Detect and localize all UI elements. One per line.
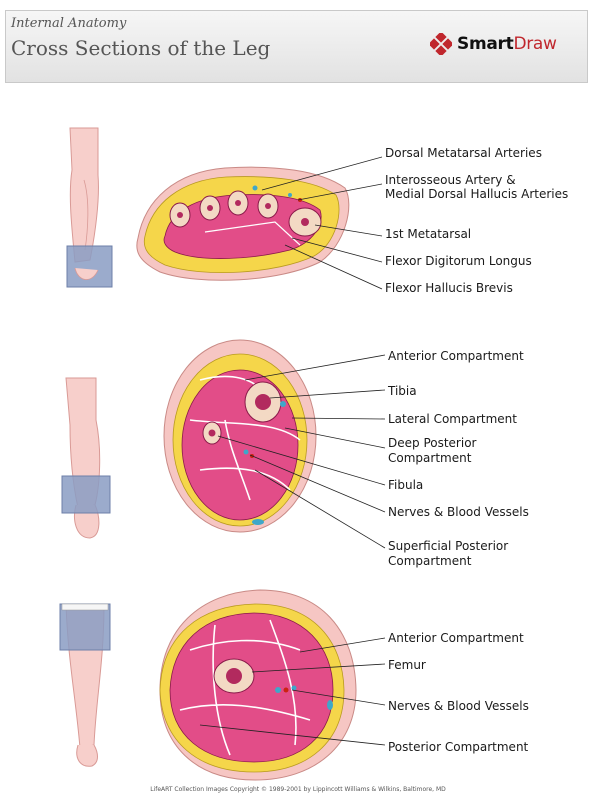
copyright-footer: LifeART Collection Images Copyright © 19…: [150, 786, 446, 793]
label-deep-posterior: Deep Posterior: [388, 436, 477, 450]
label-superficial-posterior: Superficial Posterior: [388, 539, 509, 553]
label-interosseous-artery: Interosseous Artery &: [385, 173, 516, 187]
label-femur: Femur: [388, 658, 426, 672]
label-anterior-compartment-thigh: Anterior Compartment: [388, 631, 524, 645]
label-dorsal-metatarsal-arteries: Dorsal Metatarsal Arteries: [385, 146, 542, 160]
thigh-leader-lines: [199, 637, 386, 746]
label-nerves-blood-vessels-thigh: Nerves & Blood Vessels: [388, 699, 529, 713]
label-1st-metatarsal: 1st Metatarsal: [385, 227, 472, 241]
label-medial-dorsal-hallucis-arteries: Medial Dorsal Hallucis Arteries: [385, 187, 569, 201]
label-flexor-digitorum-longus: Flexor Digitorum Longus: [385, 254, 532, 268]
label-superficial-posterior-compartment: Compartment: [388, 554, 472, 568]
leg-icon-thigh: [59, 603, 111, 767]
label-nerves-blood-vessels-lower: Nerves & Blood Vessels: [388, 505, 529, 519]
logo-wordmark: SmartDraw: [457, 34, 557, 54]
label-deep-posterior-compartment: Compartment: [388, 451, 472, 465]
leg-icon-lower-leg: [61, 377, 111, 539]
smartdraw-logo-icon: [430, 33, 452, 55]
label-anterior-compartment-lower: Anterior Compartment: [388, 349, 524, 363]
label-tibia: Tibia: [388, 384, 417, 398]
label-fibula: Fibula: [388, 478, 424, 492]
lower-leg-cross-section: [163, 339, 317, 533]
thigh-cross-section: [159, 589, 357, 781]
header-banner: [5, 10, 588, 83]
page-title: Cross Sections of the Leg: [11, 36, 271, 60]
label-flexor-hallucis-brevis: Flexor Hallucis Brevis: [385, 281, 513, 295]
foot-leader-lines: [261, 156, 383, 290]
smartdraw-logo: SmartDraw: [430, 33, 557, 55]
header-kicker: Internal Anatomy: [11, 16, 127, 31]
label-posterior-compartment: Posterior Compartment: [388, 740, 529, 754]
lower-leg-leader-lines: [217, 354, 386, 549]
leg-icon-foot: [66, 127, 113, 288]
foot-cross-section: [136, 166, 350, 281]
label-lateral-compartment: Lateral Compartment: [388, 412, 517, 426]
